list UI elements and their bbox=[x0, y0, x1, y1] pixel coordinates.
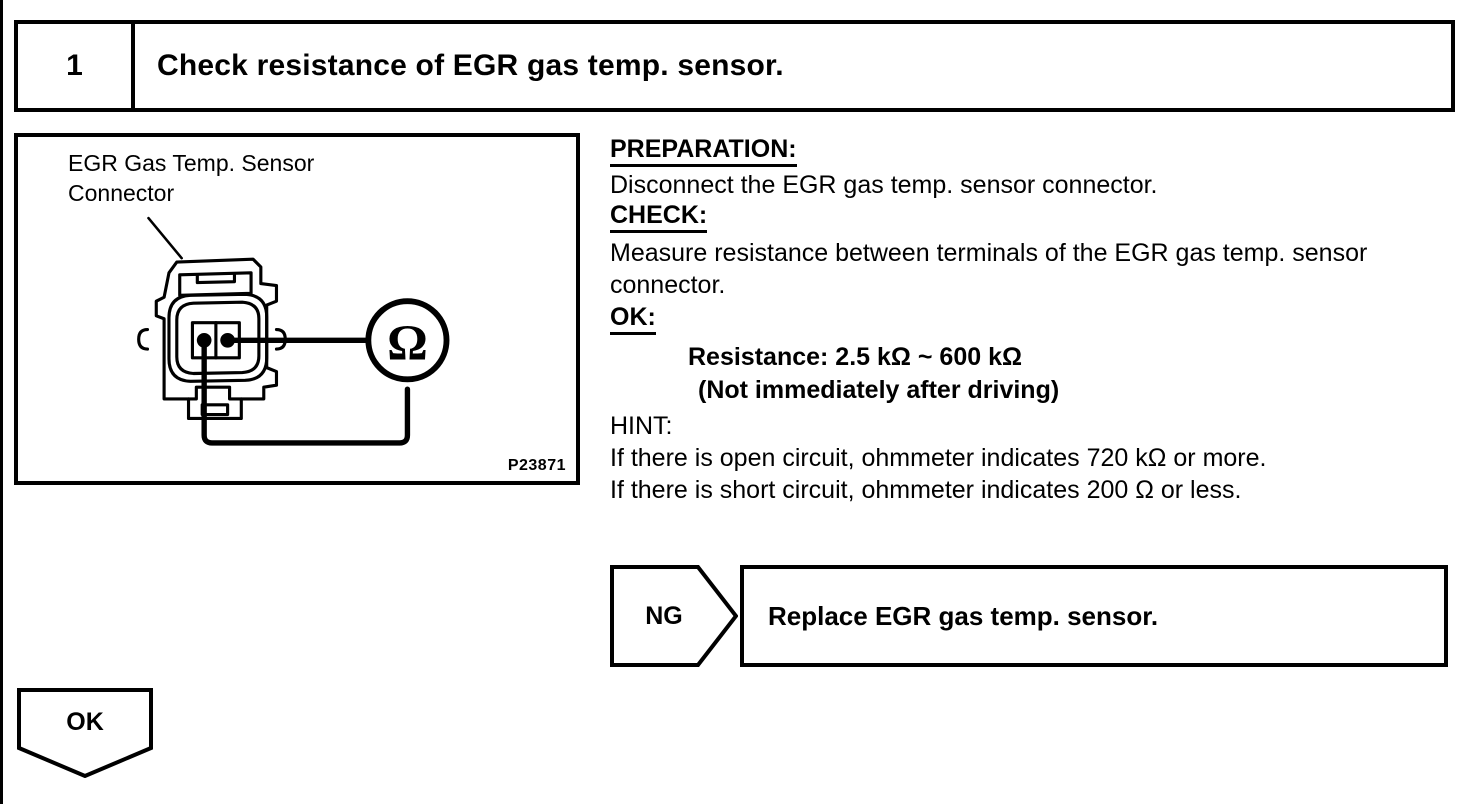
ohmmeter-symbol: Ω bbox=[365, 298, 450, 383]
ng-action-box: Replace EGR gas temp. sensor. bbox=[740, 565, 1448, 667]
connector-diagram: Ω bbox=[137, 216, 450, 446]
preparation-text: Disconnect the EGR gas temp. sensor conn… bbox=[610, 171, 1158, 199]
ng-action-text: Replace EGR gas temp. sensor. bbox=[768, 600, 1159, 631]
figure-code: P23871 bbox=[507, 457, 566, 474]
hint-label: HINT: bbox=[610, 412, 673, 440]
step-title-cell: Check resistance of EGR gas temp. sensor… bbox=[135, 24, 1451, 108]
svg-text:Ω: Ω bbox=[387, 315, 428, 371]
step-title: Check resistance of EGR gas temp. sensor… bbox=[157, 49, 784, 82]
step-number: 1 bbox=[66, 49, 83, 82]
figure-caption: EGR Gas Temp. Sensor Connector bbox=[68, 150, 315, 206]
hint-line-short-circuit: If there is short circuit, ohmmeter indi… bbox=[610, 476, 1242, 504]
figure-panel: Ω EGR Gas Temp. Sensor Connector P23871 bbox=[14, 133, 580, 485]
step-header-row: 1 Check resistance of EGR gas temp. sens… bbox=[14, 20, 1455, 112]
resistance-spec: Resistance: 2.5 kΩ ~ 600 kΩ bbox=[688, 343, 1023, 371]
ng-branch: NG Replace EGR gas temp. sensor. bbox=[610, 565, 1448, 667]
ng-label: NG bbox=[645, 601, 683, 630]
resistance-spec-note: (Not immediately after driving) bbox=[698, 375, 1060, 404]
step-number-cell: 1 bbox=[18, 24, 135, 108]
ok-arrow-shape bbox=[17, 688, 153, 778]
procedure-text-column: PREPARATION: Disconnect the EGR gas temp… bbox=[610, 136, 1468, 504]
ok-branch: OK bbox=[17, 688, 153, 778]
ok-spec-label: OK: bbox=[610, 304, 656, 335]
ng-arrow-shape bbox=[610, 565, 738, 667]
ok-label: OK bbox=[66, 707, 104, 736]
check-text: Measure resistance between terminals of … bbox=[610, 239, 1368, 299]
preparation-label: PREPARATION: bbox=[610, 136, 797, 167]
page-border-left bbox=[0, 0, 3, 804]
preparation-heading-wrap: PREPARATION: bbox=[610, 136, 1468, 167]
hint-line-open-circuit: If there is open circuit, ohmmeter indic… bbox=[610, 444, 1267, 472]
check-heading-wrap: CHECK: bbox=[610, 202, 1468, 233]
check-label: CHECK: bbox=[610, 202, 708, 233]
ok-heading-wrap: OK: bbox=[610, 304, 1468, 335]
